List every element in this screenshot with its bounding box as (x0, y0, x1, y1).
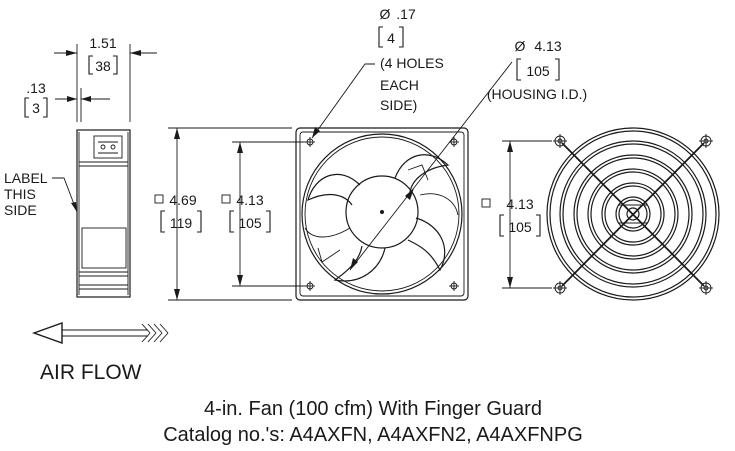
guard-view: 4.13 105 (481, 127, 720, 301)
housing-note: (HOUSING I.D.) (487, 86, 587, 102)
front-mounting-holes (305, 137, 459, 291)
side-view: 1.51 38 .13 3 LABEL THIS SIDE (4, 35, 157, 298)
holes-note-1: (4 HOLES (380, 55, 444, 71)
side-width-mm: 38 (95, 58, 111, 74)
housing-dia-inches: 4.13 (534, 38, 561, 54)
caption-title: 4-in. Fan (100 cfm) With Finger Guard (204, 398, 542, 420)
airflow-arrow (31, 322, 169, 344)
outer-size-mm: 119 (170, 215, 193, 231)
side-flange-mm: 3 (32, 100, 40, 116)
guard-spacing-mm: 105 (508, 219, 532, 235)
housing-dia-symbol: Ø (515, 38, 526, 54)
guard-rings (546, 127, 720, 301)
front-hole-spacing-mm: 105 (238, 215, 262, 231)
holes-note-3: SIDE) (380, 97, 417, 113)
label-text-2: THIS (4, 186, 36, 202)
side-width-inches: 1.51 (89, 35, 116, 51)
fan-blades (304, 154, 459, 282)
side-body (76, 129, 131, 298)
guard-spoke-2 (561, 142, 705, 287)
caption-catalog: Catalog no.'s: A4AXFN, A4AXFN2, A4AXFNPG (163, 424, 583, 446)
front-hole-spacing-inches: 4.13 (236, 192, 263, 208)
fan-hub (345, 175, 419, 249)
holes-note-2: EACH (380, 77, 419, 93)
hole-dia-inches: .17 (396, 6, 416, 22)
label-text-3: SIDE (4, 202, 37, 218)
front-view: 4.69 119 4.13 105 Ø .17 4 (4 HOLES EACH … (154, 6, 587, 301)
label-text-1: LABEL (4, 170, 48, 186)
hole-dia-mm: 4 (387, 30, 395, 46)
square-symbol-3 (481, 198, 491, 208)
hole-dia-symbol: Ø (380, 6, 391, 22)
guard-mounting-holes (553, 134, 713, 295)
square-symbol-2 (221, 194, 231, 204)
outer-size-inches: 4.69 (169, 192, 196, 208)
side-label-plate (93, 135, 123, 159)
airflow-label: AIR FLOW (40, 361, 142, 384)
side-flange-inches: .13 (26, 80, 46, 96)
square-symbol-1 (154, 194, 164, 204)
housing-bore (301, 133, 463, 295)
fan-housing (295, 127, 469, 301)
housing-dia-mm: 105 (526, 63, 550, 79)
guard-spacing-inches: 4.13 (506, 196, 533, 212)
